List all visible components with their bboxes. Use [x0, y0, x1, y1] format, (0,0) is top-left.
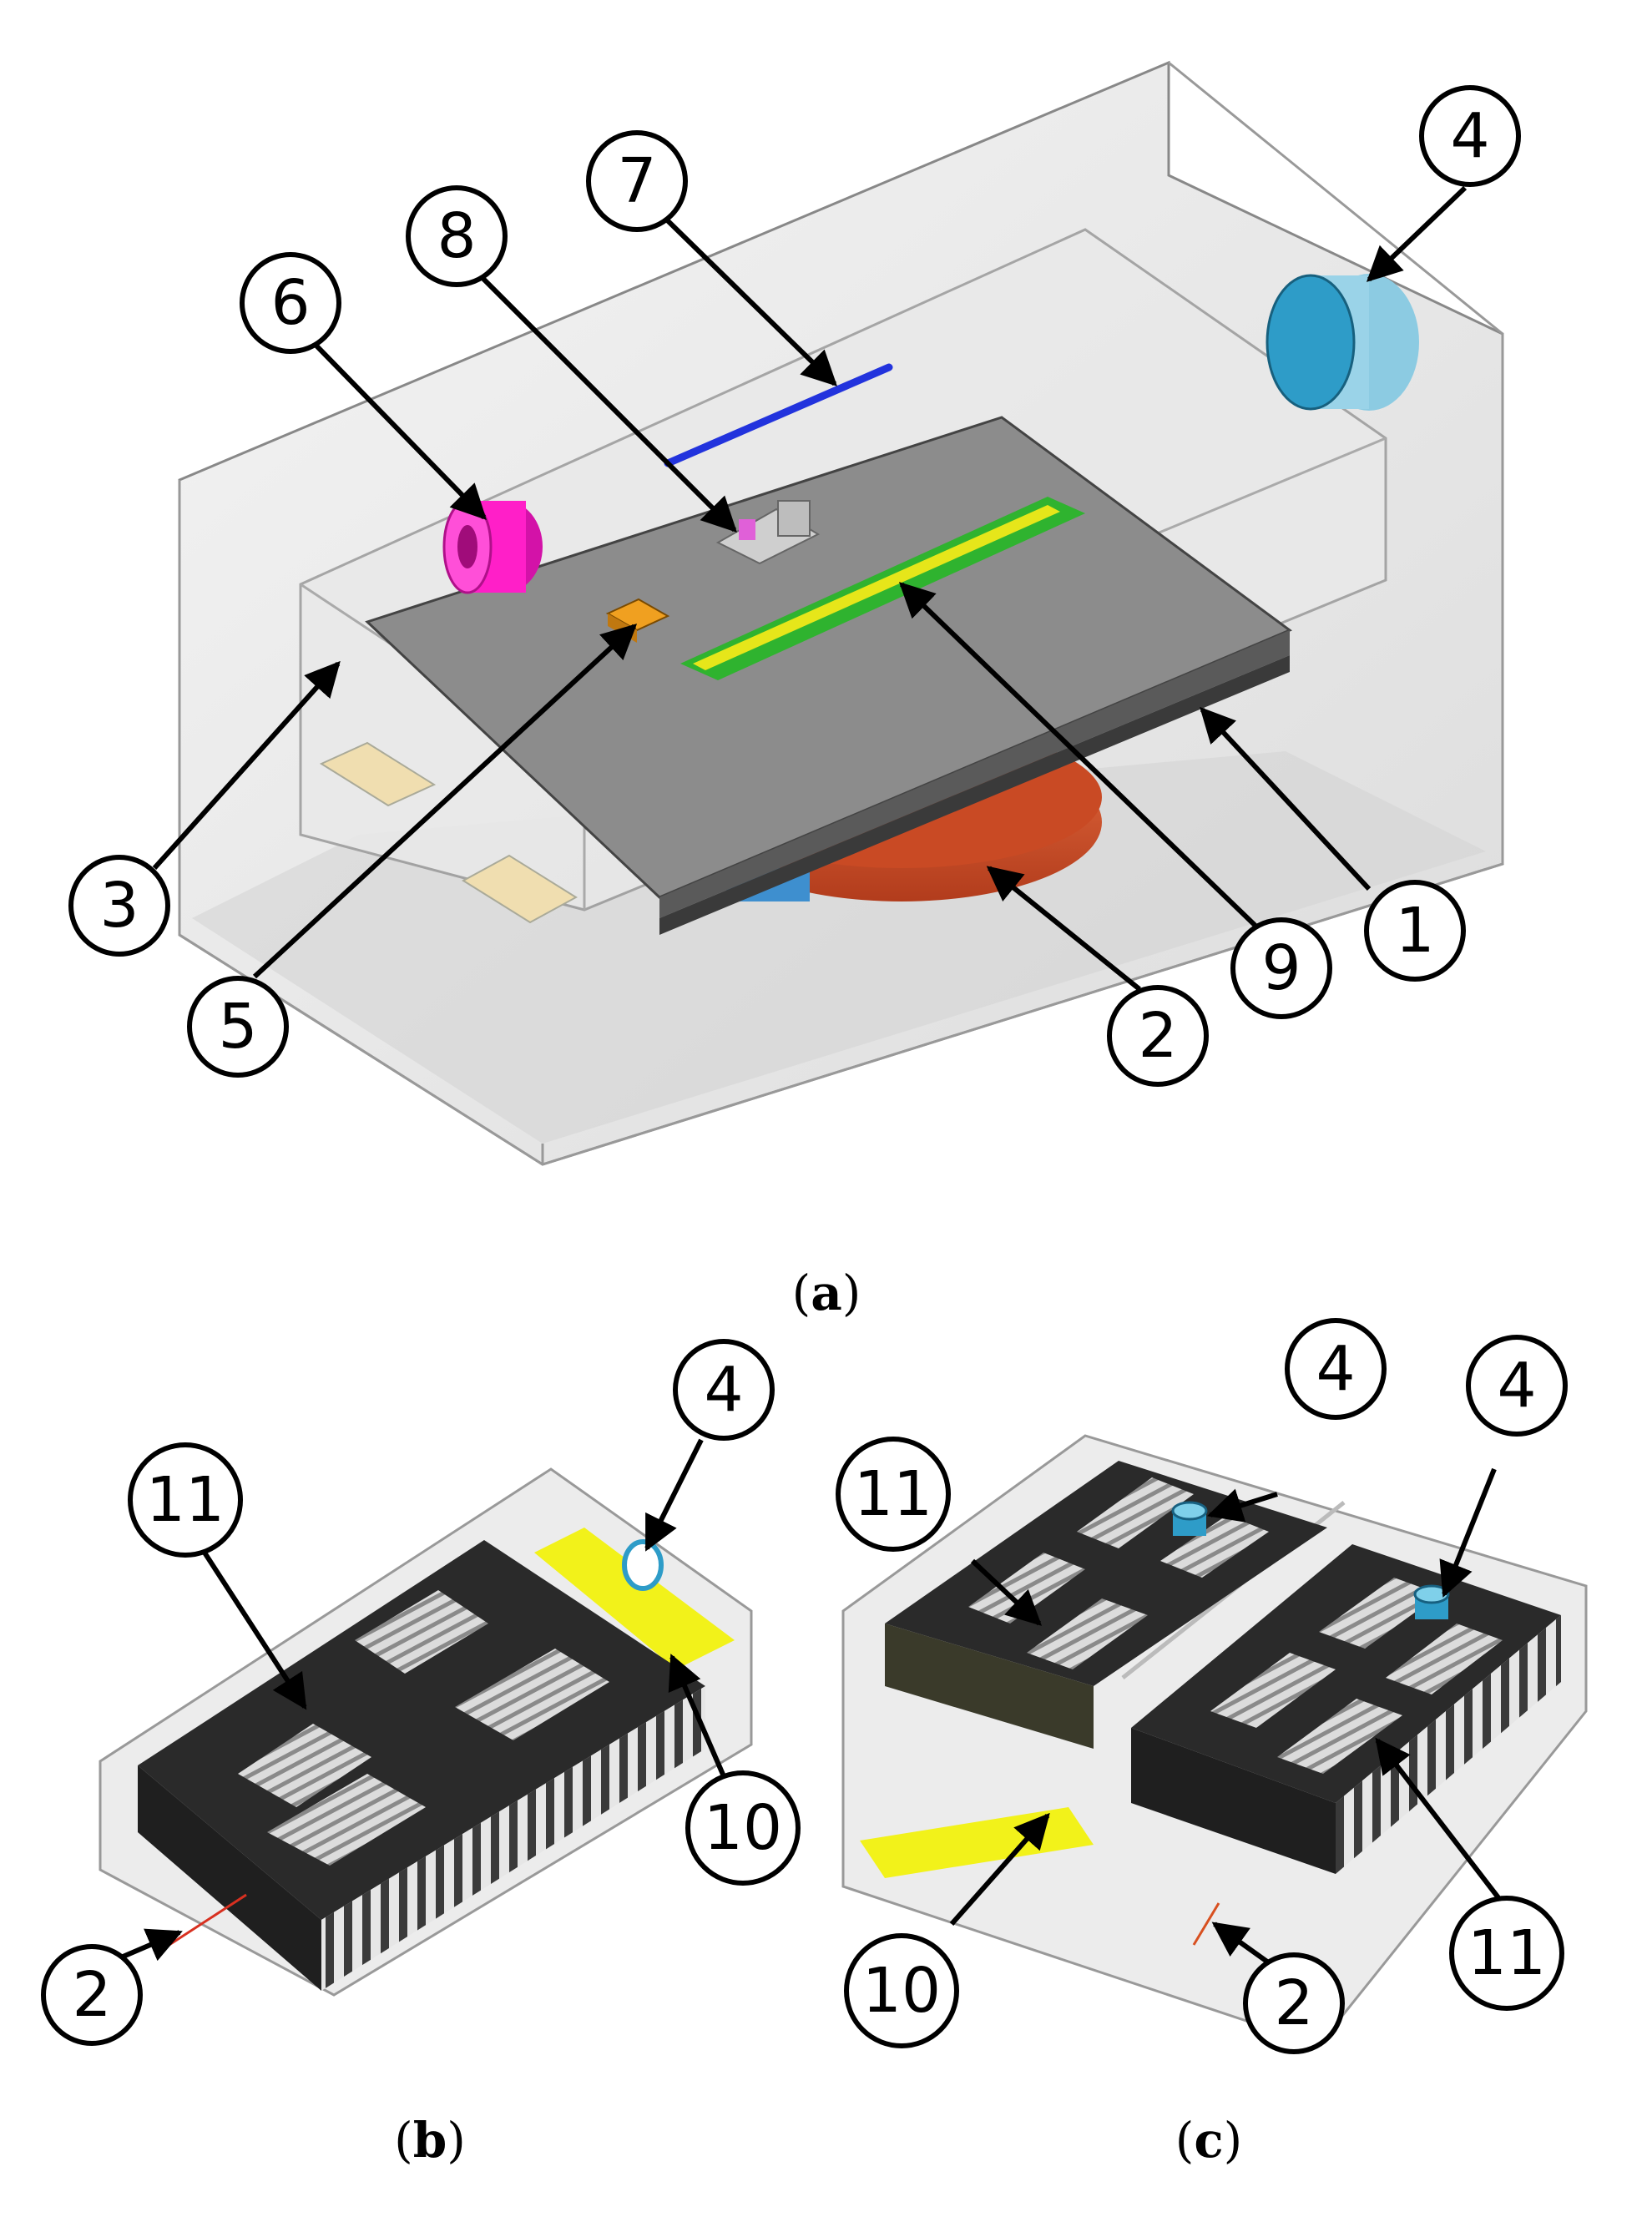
- callout-b-4: 4: [673, 1339, 775, 1441]
- callout-c-4-right: 4: [1466, 1335, 1568, 1437]
- svg-text:8: 8: [437, 200, 476, 272]
- callout-a-4: 4: [1419, 85, 1521, 187]
- callout-c-2: 2: [1243, 1952, 1345, 2054]
- b-cyan-port: [622, 1539, 664, 1591]
- callout-a-8: 8: [406, 185, 508, 287]
- caption-panel-a: (a): [791, 1265, 861, 1321]
- c-right-module-front: [1336, 1615, 1561, 1874]
- panel-c-arrows: [949, 1467, 1505, 1968]
- caption-panel-c: (c): [1175, 2112, 1243, 2169]
- svg-text:9: 9: [1261, 932, 1301, 1004]
- outer-enclosure-edges: [1168, 61, 1504, 864]
- callout-c-4-left: 4: [1285, 1318, 1387, 1420]
- callout-b-10: 10: [685, 1770, 801, 1886]
- callout-a-5: 5: [187, 976, 289, 1078]
- panel-b-arrows: [119, 1438, 729, 1962]
- callout-c-11-left: 11: [836, 1437, 951, 1552]
- yellow-strip: [693, 505, 1060, 670]
- tan-tab-lower: [462, 854, 578, 924]
- c-ribbed-pads: [968, 1477, 1503, 1774]
- panel-c-illustration: [841, 1434, 1588, 2047]
- svg-text:5: 5: [218, 991, 257, 1063]
- c-cyan-port-left: [1171, 1501, 1208, 1536]
- svg-text:6: 6: [270, 267, 310, 339]
- callout-a-3: 3: [68, 855, 170, 957]
- svg-text:4: 4: [1450, 100, 1489, 172]
- tan-tab-upper: [319, 741, 437, 807]
- svg-text:4: 4: [1497, 1350, 1536, 1422]
- b-module-front: [321, 1686, 705, 1991]
- panel-a-illustration: [178, 60, 1504, 1166]
- b-yellow-pad: [534, 1528, 735, 1669]
- callout-a-2: 2: [1107, 985, 1209, 1087]
- callout-a-1: 1: [1364, 880, 1466, 982]
- callout-a-7: 7: [586, 130, 688, 232]
- pink-pin: [739, 519, 755, 540]
- c-right-module-top: [1131, 1544, 1561, 1803]
- svg-text:11: 11: [854, 1458, 932, 1530]
- svg-text:7: 7: [617, 145, 656, 217]
- panel-b-illustration: [99, 1467, 753, 1997]
- svg-text:2: 2: [1274, 1967, 1313, 2039]
- svg-text:2: 2: [72, 1959, 111, 2031]
- caption-panel-b: (b): [394, 2112, 466, 2169]
- b-ribbed-pads: [238, 1590, 609, 1866]
- svg-text:1: 1: [1395, 895, 1434, 967]
- callout-b-2: 2: [41, 1944, 143, 2046]
- callout-a-6: 6: [240, 252, 341, 354]
- callout-c-11-right: 11: [1449, 1896, 1564, 2011]
- svg-text:4: 4: [1316, 1333, 1355, 1405]
- svg-text:4: 4: [704, 1354, 743, 1426]
- blue-rod: [664, 363, 893, 467]
- svg-text:10: 10: [704, 1792, 782, 1864]
- svg-text:11: 11: [146, 1464, 225, 1536]
- c-orange-wire: [1192, 1902, 1220, 1946]
- svg-text:11: 11: [1468, 1917, 1546, 1989]
- svg-text:2: 2: [1138, 1000, 1177, 1072]
- callout-c-10: 10: [844, 1933, 959, 2048]
- svg-text:10: 10: [862, 1955, 941, 2027]
- callout-a-9: 9: [1230, 917, 1332, 1019]
- svg-text:3: 3: [99, 870, 139, 942]
- panel-a-arrows: [152, 185, 1468, 992]
- callout-b-11: 11: [128, 1442, 243, 1558]
